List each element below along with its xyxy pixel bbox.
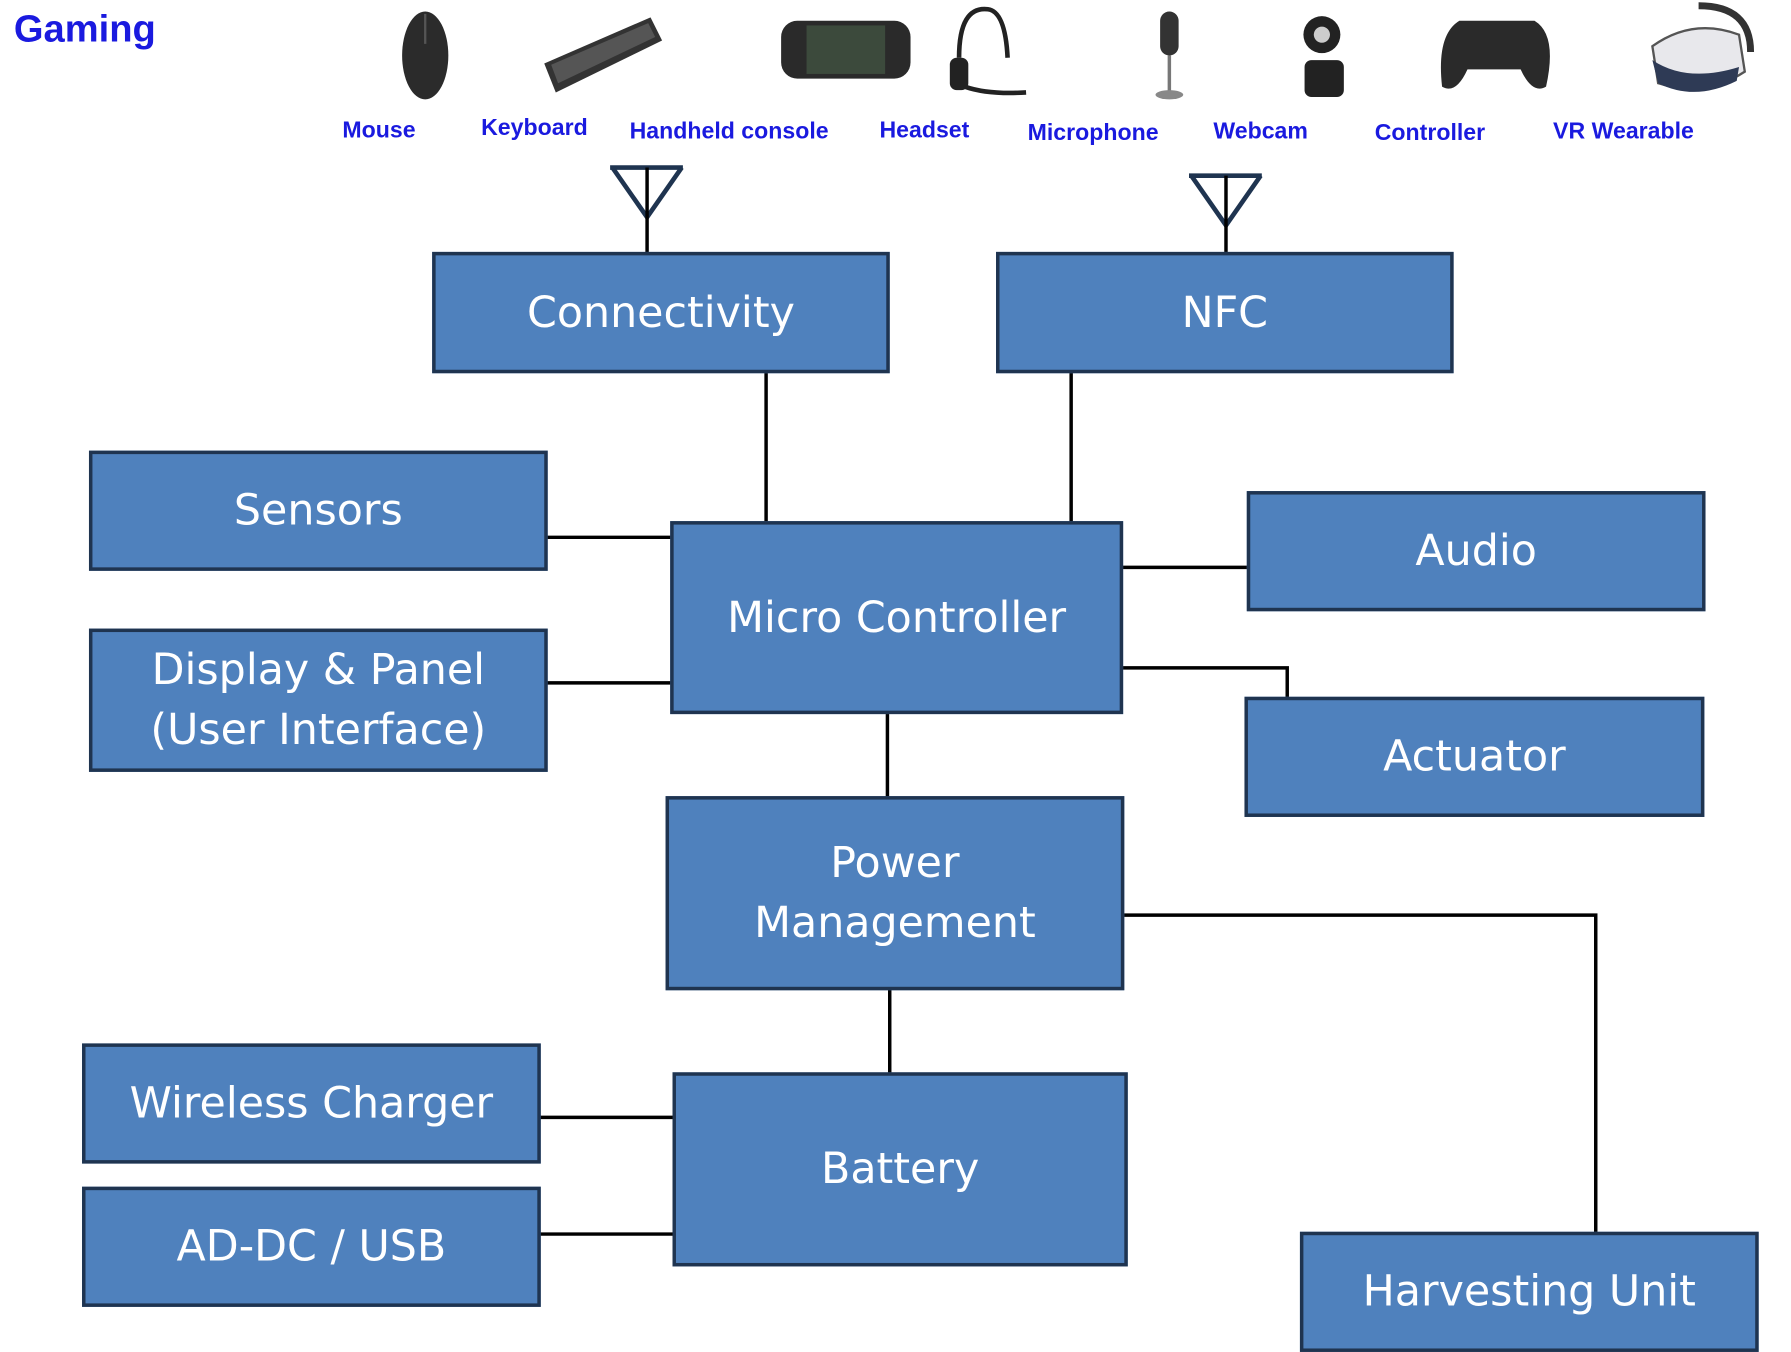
headset-icon [949, 6, 1027, 96]
microphone-icon [1155, 11, 1184, 100]
controller-icon [1440, 20, 1550, 89]
device-mouse: Mouse [333, 0, 449, 150]
block-power-line1: Power [830, 837, 960, 888]
device-handheld-console: Handheld console [618, 0, 911, 150]
block-power-management: Power Management [665, 796, 1125, 991]
block-power-line2: Management [754, 897, 1036, 948]
device-microphone: Microphone [1017, 0, 1184, 150]
mouse-icon [402, 11, 449, 100]
block-connectivity: Connectivity [432, 251, 890, 374]
device-controller: Controller [1363, 0, 1550, 150]
diagram-title: Gaming [13, 6, 156, 50]
block-adc-usb: AD-DC / USB [82, 1186, 541, 1307]
block-micro-controller: Micro Controller [670, 521, 1124, 715]
block-display-line2: (User Interface) [150, 704, 487, 755]
block-nfc: NFC [996, 251, 1454, 374]
device-vr-wearable: VR Wearable [1537, 0, 1755, 150]
handheld-console-icon [781, 20, 911, 79]
block-display-line1: Display & Panel [151, 645, 486, 695]
block-wireless-charger: Wireless Charger [82, 1043, 541, 1164]
block-sensors: Sensors [88, 450, 548, 571]
block-harvesting-unit: Harvesting Unit [1299, 1231, 1759, 1352]
block-battery: Battery [672, 1072, 1128, 1267]
block-actuator: Actuator [1244, 696, 1705, 817]
device-keyboard: Keyboard [468, 0, 662, 150]
device-headset: Headset [872, 0, 1027, 150]
block-display-panel: Display & Panel (User Interface) [88, 628, 548, 772]
device-webcam: Webcam [1202, 0, 1344, 150]
webcam-icon [1303, 16, 1344, 98]
keyboard-icon [543, 17, 662, 93]
block-audio: Audio [1246, 491, 1706, 612]
vr-headset-icon [1651, 2, 1755, 92]
